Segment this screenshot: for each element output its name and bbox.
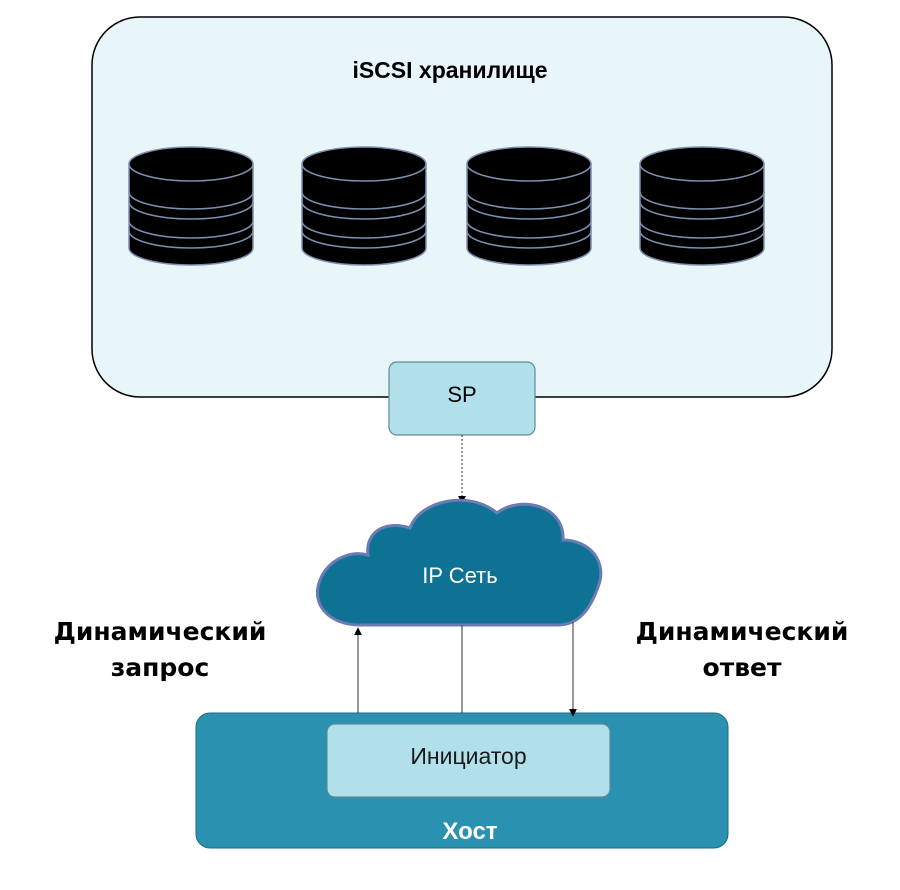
- response-label: Динамический ответ: [612, 614, 872, 686]
- host-label: Хост: [442, 818, 498, 845]
- response-label-line1: Динамический: [635, 617, 849, 646]
- response-label-line2: ответ: [702, 653, 782, 682]
- database-icon: [128, 146, 254, 266]
- request-label: Динамический запрос: [30, 614, 290, 686]
- initiator-label: Инициатор: [410, 743, 527, 769]
- database-icon: [301, 146, 427, 266]
- storage-title: iSCSI хранилище: [352, 57, 548, 83]
- network-label: IP Сеть: [422, 563, 498, 588]
- sp-label: SP: [447, 382, 477, 407]
- cloud-icon: [315, 498, 603, 627]
- database-icon: [466, 146, 592, 266]
- request-label-line2: запрос: [110, 653, 210, 682]
- request-label-line1: Динамический: [53, 617, 267, 646]
- initiator-box: [326, 723, 611, 798]
- database-icon: [639, 146, 765, 266]
